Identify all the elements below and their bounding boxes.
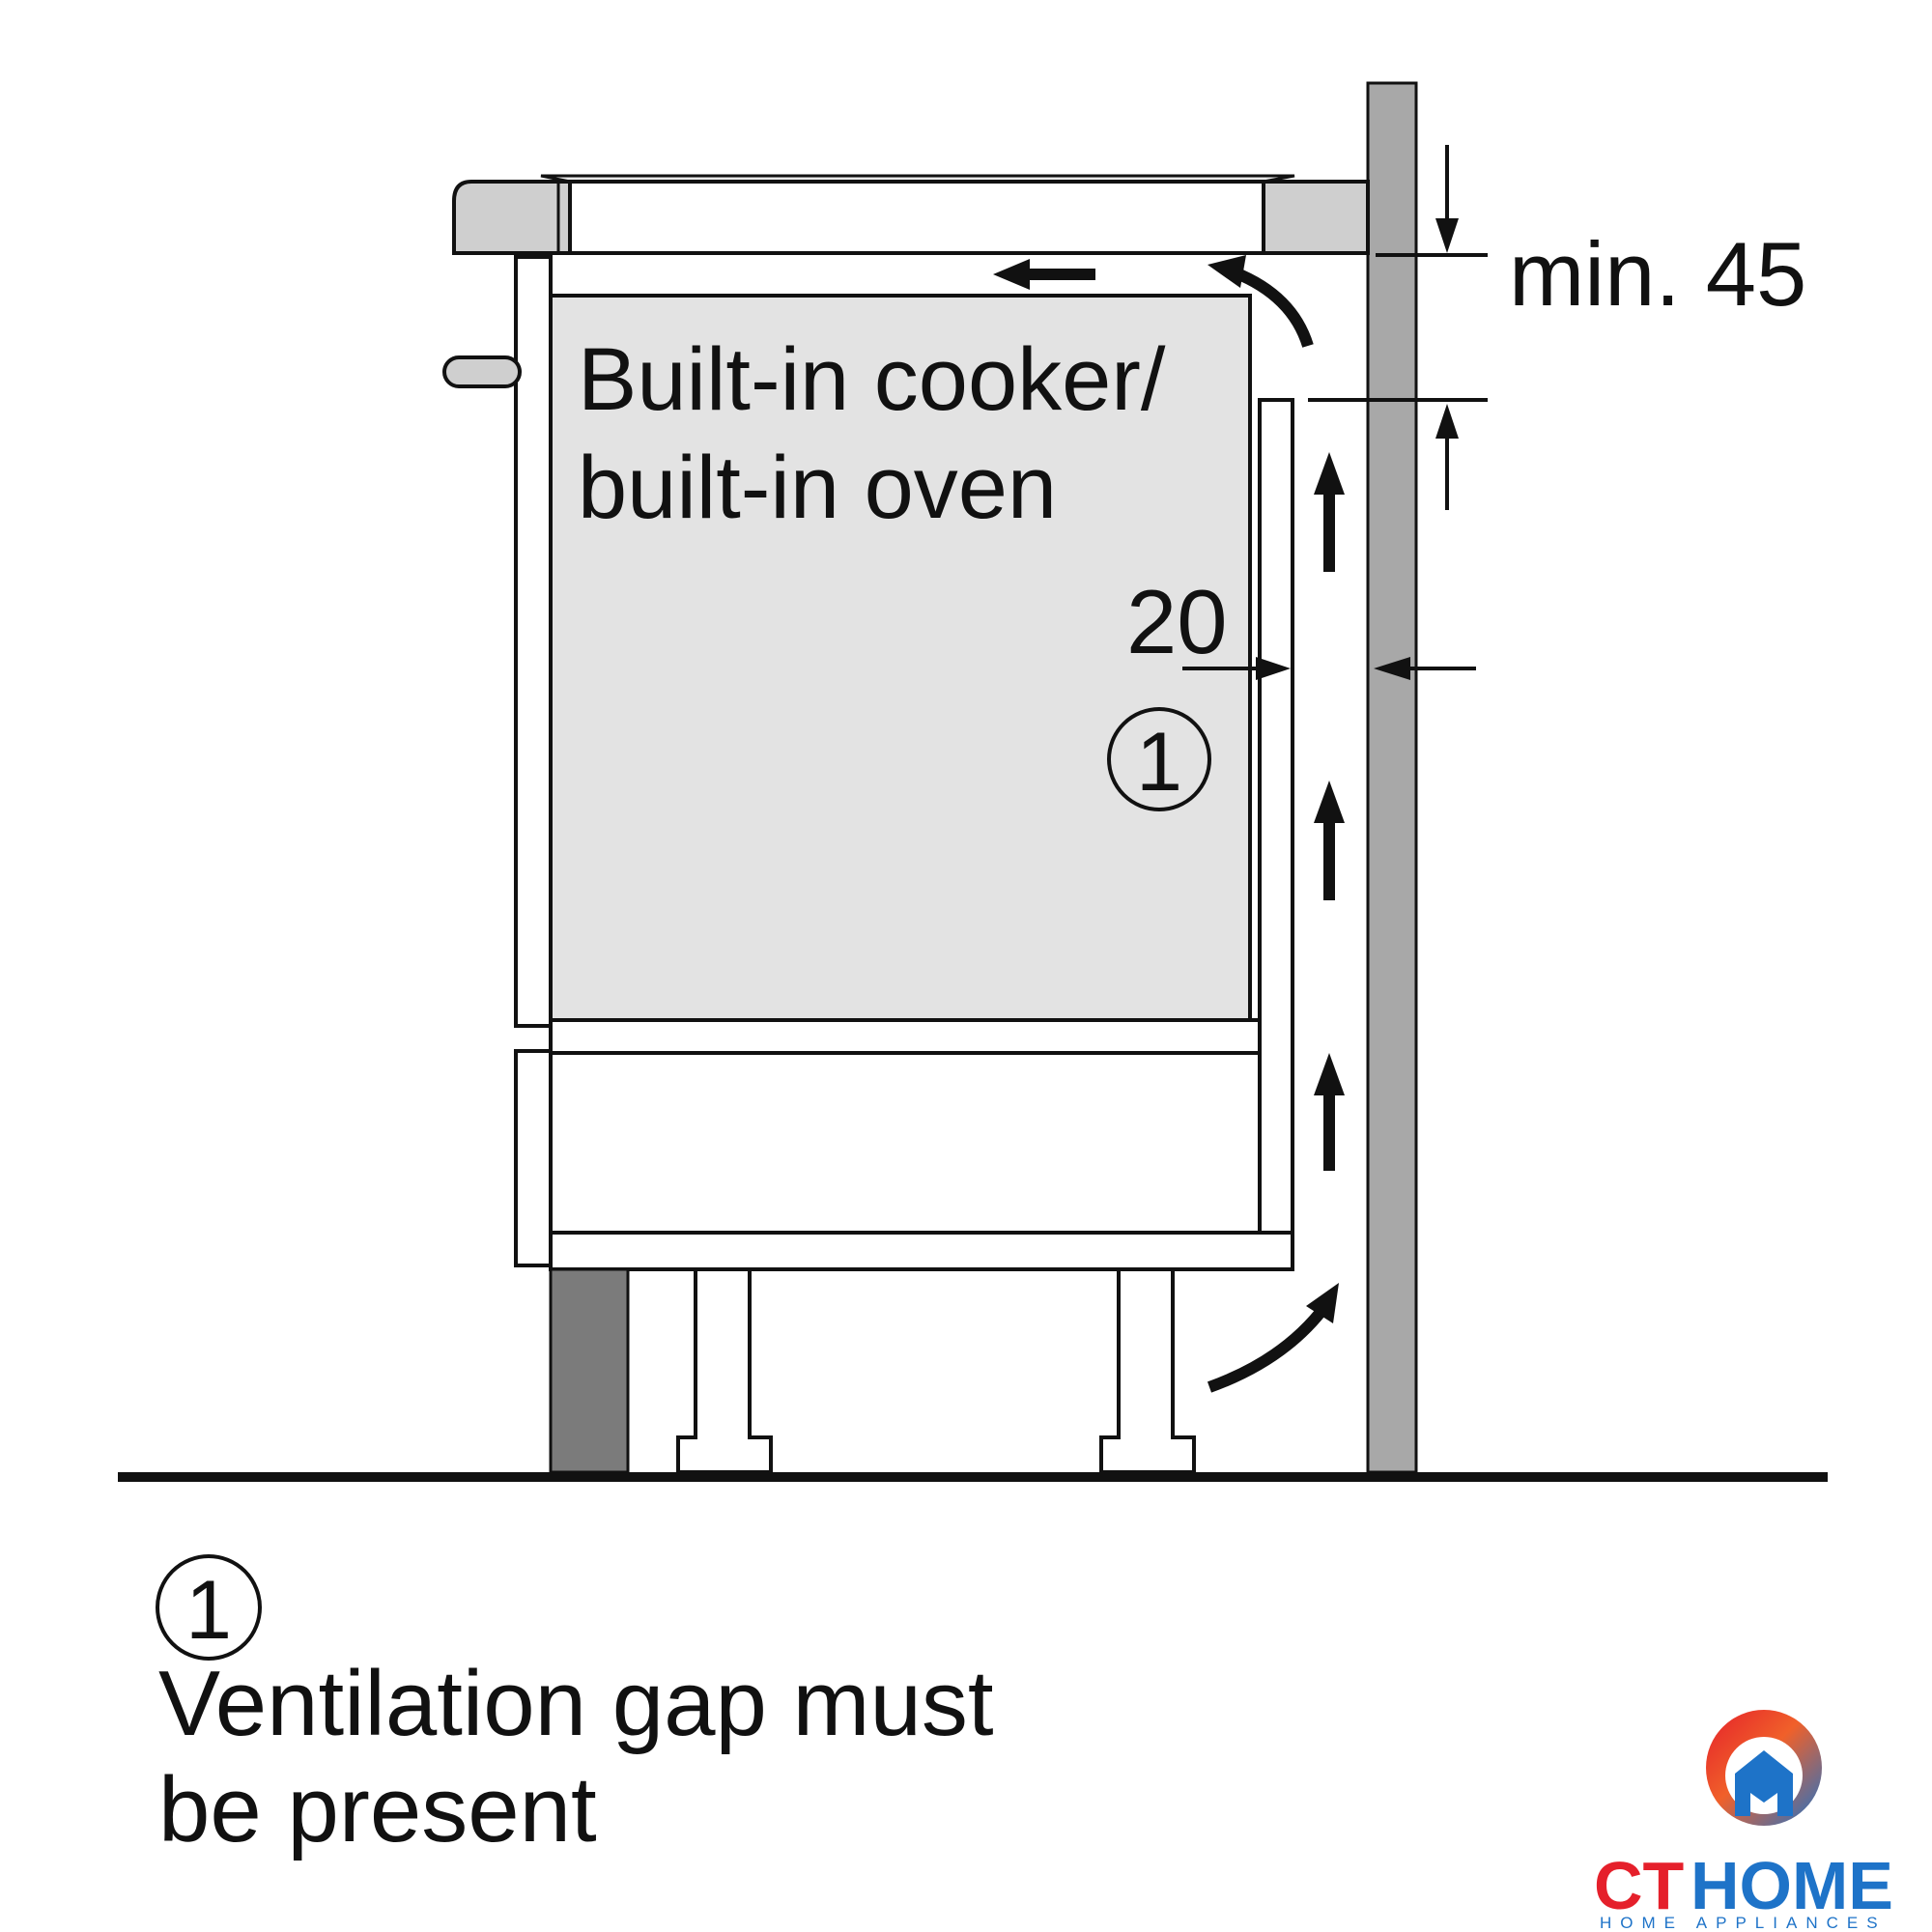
worktop-right bbox=[1262, 180, 1370, 255]
legend-line2: be present bbox=[158, 1758, 597, 1861]
oven-handle bbox=[442, 355, 522, 388]
cabinet-foot-left bbox=[676, 1267, 773, 1474]
cthome-logo: CT HOME HOME APPLIANCES bbox=[1594, 1710, 1893, 1932]
drawer bbox=[549, 1051, 1262, 1235]
logo-word-ct: CT bbox=[1594, 1848, 1684, 1923]
cabinet-back-panel bbox=[1258, 398, 1294, 1235]
oven-cavity bbox=[549, 294, 1252, 1022]
logo-subtitle: HOME APPLIANCES bbox=[1600, 1914, 1887, 1932]
dimension-gap20-label: 20 bbox=[1126, 571, 1228, 672]
airflow-arrows bbox=[993, 255, 1345, 1393]
legend-line1: Ventilation gap must bbox=[158, 1652, 994, 1755]
dimension-min45-label: min. 45 bbox=[1509, 223, 1806, 325]
side-wall bbox=[1366, 81, 1418, 1474]
marker-circle bbox=[1107, 707, 1211, 811]
logo-word-home: HOME bbox=[1690, 1848, 1893, 1923]
dimension-min45 bbox=[1308, 145, 1488, 510]
plinth bbox=[549, 1267, 630, 1474]
dimension-gap20 bbox=[1182, 657, 1476, 680]
cabinet-foot-right bbox=[1099, 1267, 1196, 1474]
legend-marker-number: 1 bbox=[185, 1564, 232, 1657]
cabinet-front-panel bbox=[514, 255, 553, 1028]
drawer-front-panel bbox=[514, 1049, 553, 1267]
logo-house-icon bbox=[1735, 1750, 1793, 1816]
marker-number: 1 bbox=[1136, 716, 1182, 809]
cooker-label-line2: built-in oven bbox=[578, 439, 1057, 537]
oven-base-shelf bbox=[549, 1018, 1262, 1055]
cooker-label-line1: Built-in cooker/ bbox=[578, 330, 1166, 429]
cabinet-bottom bbox=[549, 1231, 1294, 1271]
floor-line bbox=[118, 1472, 1828, 1482]
worktop-left bbox=[452, 180, 572, 255]
legend-marker-circle bbox=[156, 1554, 262, 1661]
hob bbox=[568, 180, 1265, 255]
